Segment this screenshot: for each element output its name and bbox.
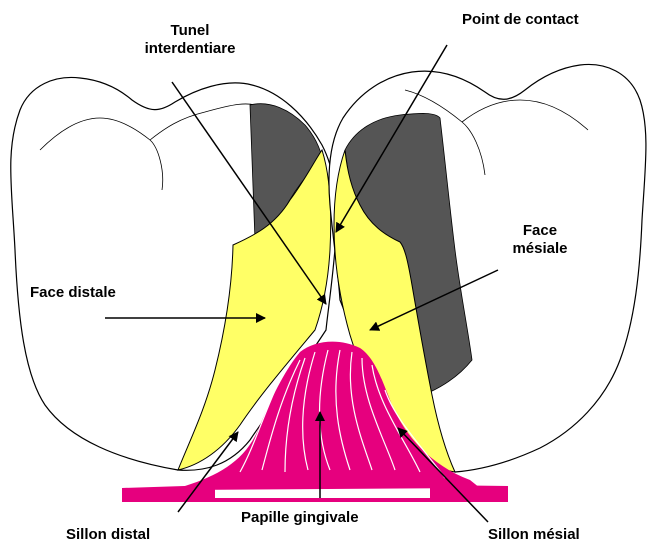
mesial-face-label: Face mésiale [495, 222, 585, 258]
distal-face-label: Face distale [30, 284, 116, 302]
tunnel-label-line1: Tunel [140, 22, 240, 40]
papilla-label: Papille gingivale [241, 509, 359, 527]
tunnel-label: Tunel interdentiare [140, 22, 240, 58]
mesial-sulcus-label: Sillon mésial [488, 526, 580, 544]
tunnel-label-line2: interdentiare [140, 40, 240, 58]
mesial-face-label-line2: mésiale [495, 240, 585, 258]
mesial-face-label-line1: Face [495, 222, 585, 240]
distal-sulcus-label: Sillon distal [66, 526, 150, 544]
contact-point-label: Point de contact [462, 11, 579, 29]
